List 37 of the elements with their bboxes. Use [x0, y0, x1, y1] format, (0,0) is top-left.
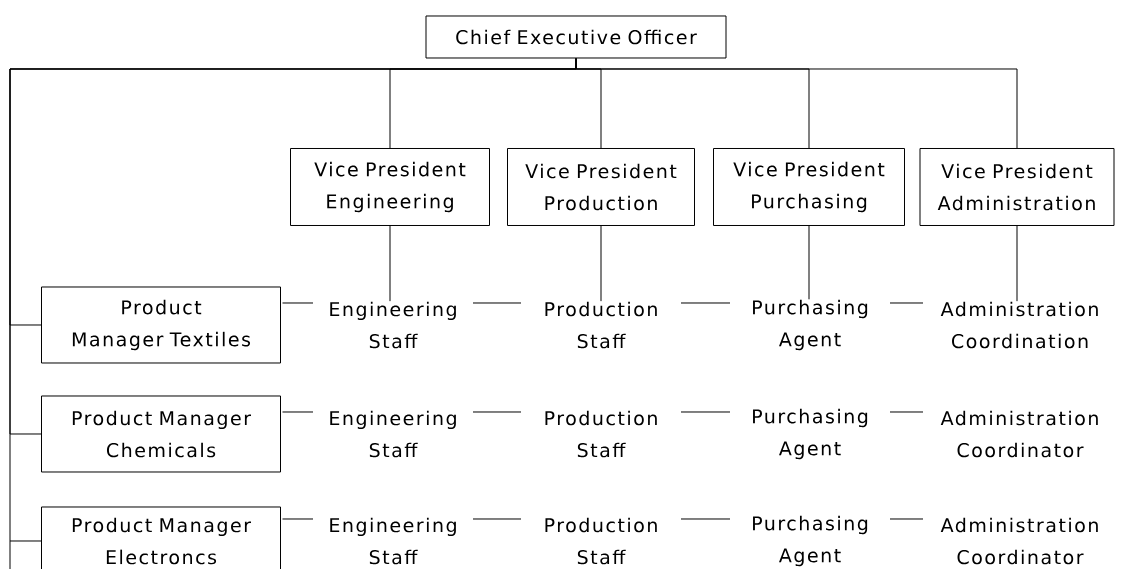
- org-box: Vice President Administration: [919, 148, 1115, 226]
- org-box: Product Manager Chemicals: [41, 395, 281, 473]
- position-label: Administration Coordinator: [940, 410, 1098, 458]
- org-box: Vice President Production: [507, 148, 695, 226]
- position-label: Production Staff: [545, 517, 657, 565]
- position-label: Administration Coordination: [940, 301, 1098, 349]
- connector-line: [889, 518, 924, 520]
- org-box: Product Manager Electroncs: [41, 506, 281, 569]
- position-label: Purchasing Agent: [753, 299, 868, 351]
- connector-line: [389, 225, 391, 302]
- position-label: Production Staff: [545, 410, 657, 458]
- connector-line: [282, 411, 314, 413]
- position-label: Purchasing Agent: [753, 408, 868, 460]
- connector-line: [680, 518, 731, 520]
- connector-line: [889, 302, 924, 304]
- connector-line: [9, 58, 577, 542]
- connector-line: [680, 302, 731, 304]
- connector-line: [889, 411, 924, 413]
- connector-line: [282, 302, 314, 304]
- connector-line: [600, 225, 602, 302]
- position-label: Purchasing Agent: [753, 515, 868, 567]
- connector-line: [680, 411, 731, 413]
- position-label: Engineering Staff: [330, 410, 456, 458]
- connector-line: [808, 225, 810, 300]
- connector-line: [472, 302, 522, 304]
- org-box: Vice President Purchasing: [713, 148, 905, 226]
- position-label: Administration Coordinator: [940, 517, 1098, 565]
- position-label: Production Staff: [545, 301, 657, 349]
- org-box: Chief Executive Officer: [425, 15, 727, 59]
- position-label: Engineering Staff: [330, 301, 456, 349]
- connector-line: [282, 518, 314, 520]
- connector-line: [472, 411, 522, 413]
- connector-line: [1016, 225, 1018, 302]
- connector-line: [472, 518, 522, 520]
- position-label: Engineering Staff: [330, 517, 456, 565]
- org-box: Vice President Engineering: [290, 148, 490, 226]
- org-box: Product Manager Textiles: [41, 286, 281, 364]
